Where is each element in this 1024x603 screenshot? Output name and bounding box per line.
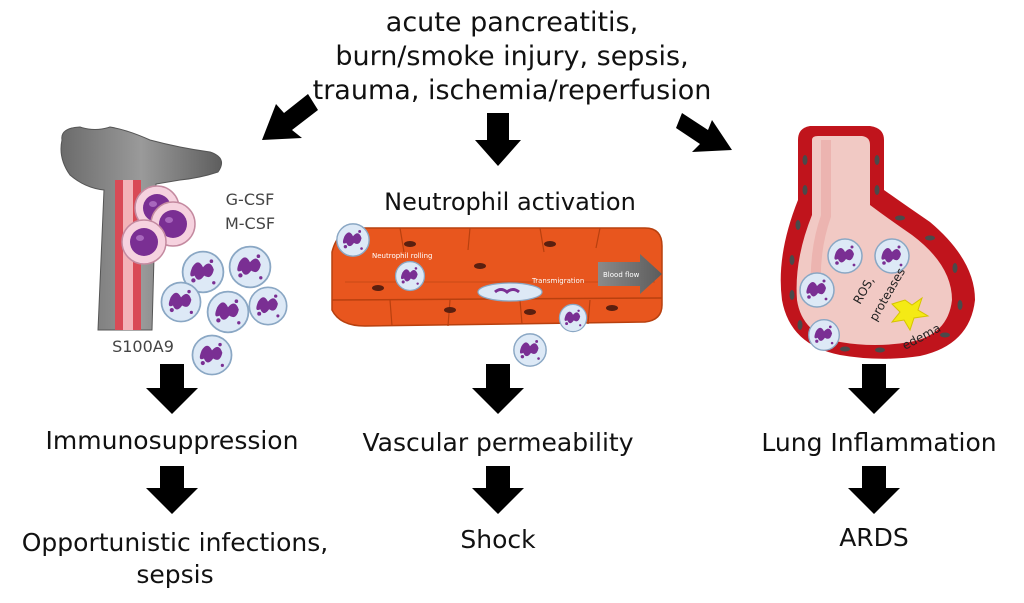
arrow-right-1: [848, 364, 900, 414]
lung-inflammation-label: Lung Inflammation: [761, 428, 997, 457]
immunosuppression-label: Immunosuppression: [45, 426, 299, 455]
alveolus-illustration: [780, 126, 975, 359]
causes-line-1: acute pancreatitis,: [385, 7, 639, 38]
causes-line-2: burn/smoke injury, sepsis,: [335, 41, 689, 72]
arrow-left-2: [146, 466, 198, 514]
arrow-right-2: [848, 466, 900, 514]
gcsf-label: G-CSF: [226, 190, 275, 209]
opportunistic-infections-line-2: sepsis: [136, 560, 214, 589]
arrow-to-right: [676, 113, 732, 152]
arrow-center-2: [472, 466, 524, 514]
causes-text: acute pancreatitis, burn/smoke injury, s…: [262, 6, 762, 108]
center-title: Neutrophil activation: [384, 188, 636, 216]
vascular-permeability-label: Vascular permeability: [362, 428, 634, 457]
neutrophil-rolling-label: Neutrophil rolling: [372, 252, 432, 260]
shock-label: Shock: [460, 525, 536, 554]
arrow-to-left: [262, 94, 318, 140]
arrow-to-center: [475, 113, 521, 166]
mcsf-label: M-CSF: [225, 214, 275, 233]
arrow-center-1: [472, 364, 524, 414]
ards-label: ARDS: [839, 523, 909, 552]
opportunistic-infections-line-1: Opportunistic infections,: [21, 528, 329, 557]
blood-vessel-illustration: [331, 223, 663, 367]
bone-marrow-illustration: [60, 126, 288, 376]
opportunistic-infections-label: Opportunistic infections, sepsis: [0, 527, 350, 591]
arrow-left-1: [146, 364, 198, 414]
blood-flow-label: Blood flow: [603, 271, 640, 279]
causes-line-3: trauma, ischemia/reperfusion: [312, 75, 712, 106]
s100a9-label: S100A9: [112, 337, 174, 356]
transmigration-label: Transmigration: [531, 277, 584, 285]
